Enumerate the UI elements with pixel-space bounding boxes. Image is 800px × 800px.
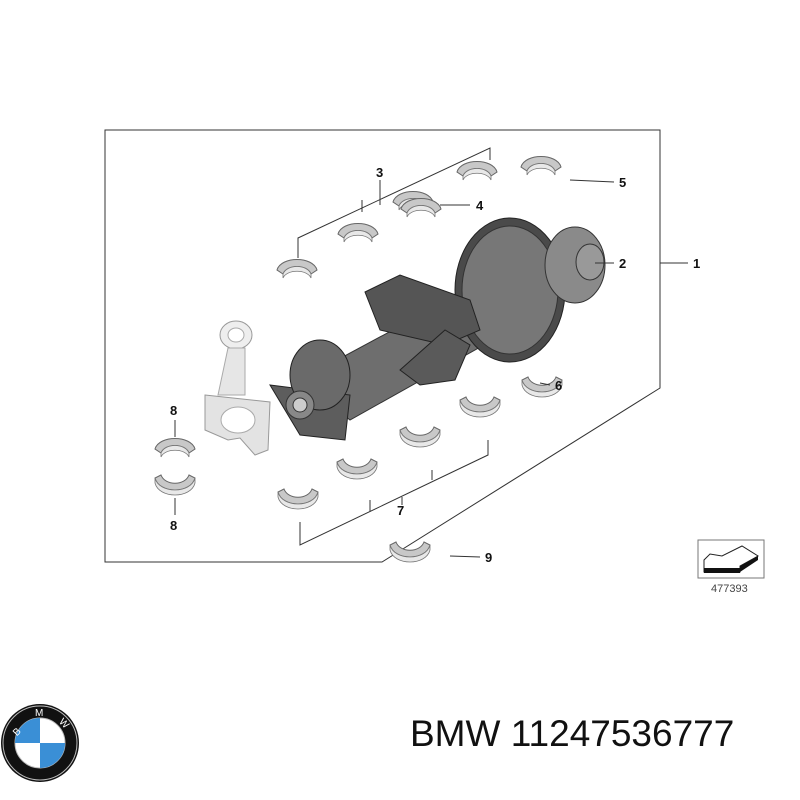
conrod-bearing-upper [154, 438, 196, 458]
callout-6: 6 [555, 378, 562, 393]
bearing-shell-upper [520, 156, 562, 176]
callout-7: 7 [397, 503, 404, 518]
assembly-frame [104, 129, 661, 563]
bearing-shell-lower [277, 488, 319, 510]
connecting-rod [204, 320, 271, 456]
reference-symbol [697, 539, 765, 579]
callout-9: 9 [485, 550, 492, 565]
conrod-bearing-lower [154, 474, 196, 496]
part-number-label: BMW 11247536777 [410, 713, 735, 754]
bearing-shell-lower [459, 396, 501, 418]
bearing-shell-lower [336, 458, 378, 480]
svg-text:M: M [35, 708, 43, 719]
callout-8-top: 8 [170, 403, 177, 418]
callout-8-bottom: 8 [170, 518, 177, 533]
bearing-shell-upper [276, 259, 318, 279]
bearing-shell-upper [456, 161, 498, 181]
callout-1: 1 [693, 256, 700, 271]
callout-5: 5 [619, 175, 626, 190]
bmw-logo: B M W [1, 704, 79, 782]
crankshaft [269, 217, 606, 441]
bearing-shell-lower [399, 426, 441, 448]
leader-9 [449, 555, 481, 558]
bearing-shell-upper [337, 223, 379, 243]
leader-6 [539, 382, 551, 386]
reference-number: 477393 [711, 583, 748, 595]
bracket-3 [297, 147, 491, 258]
bracket-7 [299, 440, 489, 546]
leader-5 [569, 179, 615, 183]
callout-3: 3 [376, 165, 383, 180]
callout-2: 2 [619, 256, 626, 271]
callout-4: 4 [476, 198, 484, 213]
